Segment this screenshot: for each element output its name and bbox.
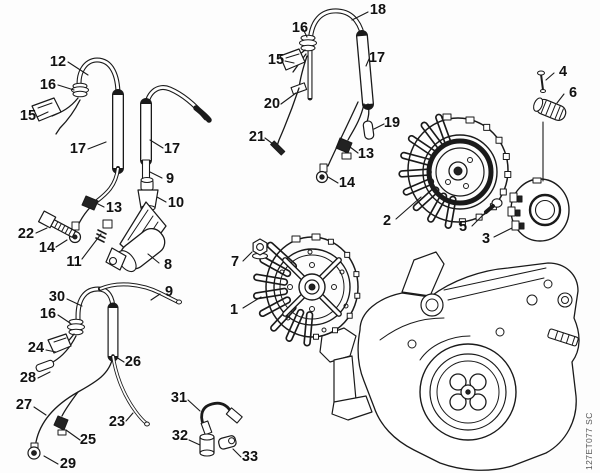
sleeve-32-drawing [199,433,215,457]
callout-14-a: 14 [39,240,55,256]
callout-30: 30 [49,289,65,305]
callout-labels: 12 16 15 17 17 9 10 13 22 14 11 8 18 16 … [16,2,577,472]
screw-22-drawing [37,210,77,238]
callout-33: 33 [242,449,258,465]
callout-7: 7 [231,254,239,270]
pin-4-drawing [537,70,546,93]
callout-31: 31 [171,390,187,406]
callout-27: 27 [16,397,32,413]
callout-17-b: 17 [164,141,180,157]
callout-9-b: 9 [165,284,173,300]
diagram-code: 127ET077 SC [584,412,594,470]
flywheel-2-drawing [398,113,512,229]
callout-11: 11 [66,254,81,270]
crankcase-drawing [319,251,580,471]
callout-16-c: 16 [40,306,56,322]
callout-4: 4 [559,64,567,80]
callout-12: 12 [50,54,66,70]
callout-29: 29 [60,456,76,472]
callout-25: 25 [80,432,96,448]
callout-32: 32 [172,428,188,444]
callout-leader-lines [33,11,565,465]
callout-9-a: 9 [166,171,174,187]
callout-22: 22 [18,226,34,242]
callout-14-b: 14 [339,175,355,191]
callout-19: 19 [384,115,400,131]
callout-10: 10 [168,195,184,211]
rotor-3-drawing [507,177,570,242]
callout-24: 24 [28,340,44,356]
flywheel-1-drawing [252,233,361,347]
callout-28: 28 [20,370,36,386]
callout-3: 3 [482,231,490,247]
callout-6: 6 [569,85,577,101]
callout-17-c: 17 [369,50,385,66]
callout-21: 21 [249,129,265,145]
spring-6-drawing [533,97,567,182]
callout-13-b: 13 [358,146,374,162]
callout-23: 23 [109,414,125,430]
callout-18: 18 [370,2,386,18]
leadwire-assembly-12-drawing [31,57,124,244]
callout-20: 20 [264,96,280,112]
callout-15-a: 15 [20,108,36,124]
harness-30-drawing [27,282,182,460]
callout-17-a: 17 [70,141,86,157]
callout-2: 2 [383,213,391,229]
callout-1: 1 [230,302,238,318]
callout-8: 8 [164,257,172,273]
callout-15-b: 15 [268,52,284,68]
callout-13-a: 13 [106,200,122,216]
callout-26: 26 [125,354,141,370]
cap-33-drawing [218,435,237,450]
callout-16-a: 16 [40,77,56,93]
ground-wire-31-drawing [200,401,243,436]
nut-7-drawing [251,238,269,260]
ignition-module-8-drawing [95,201,167,273]
callout-16-b: 16 [292,20,308,36]
callout-5: 5 [459,219,467,235]
harness-18-drawing [270,8,375,184]
